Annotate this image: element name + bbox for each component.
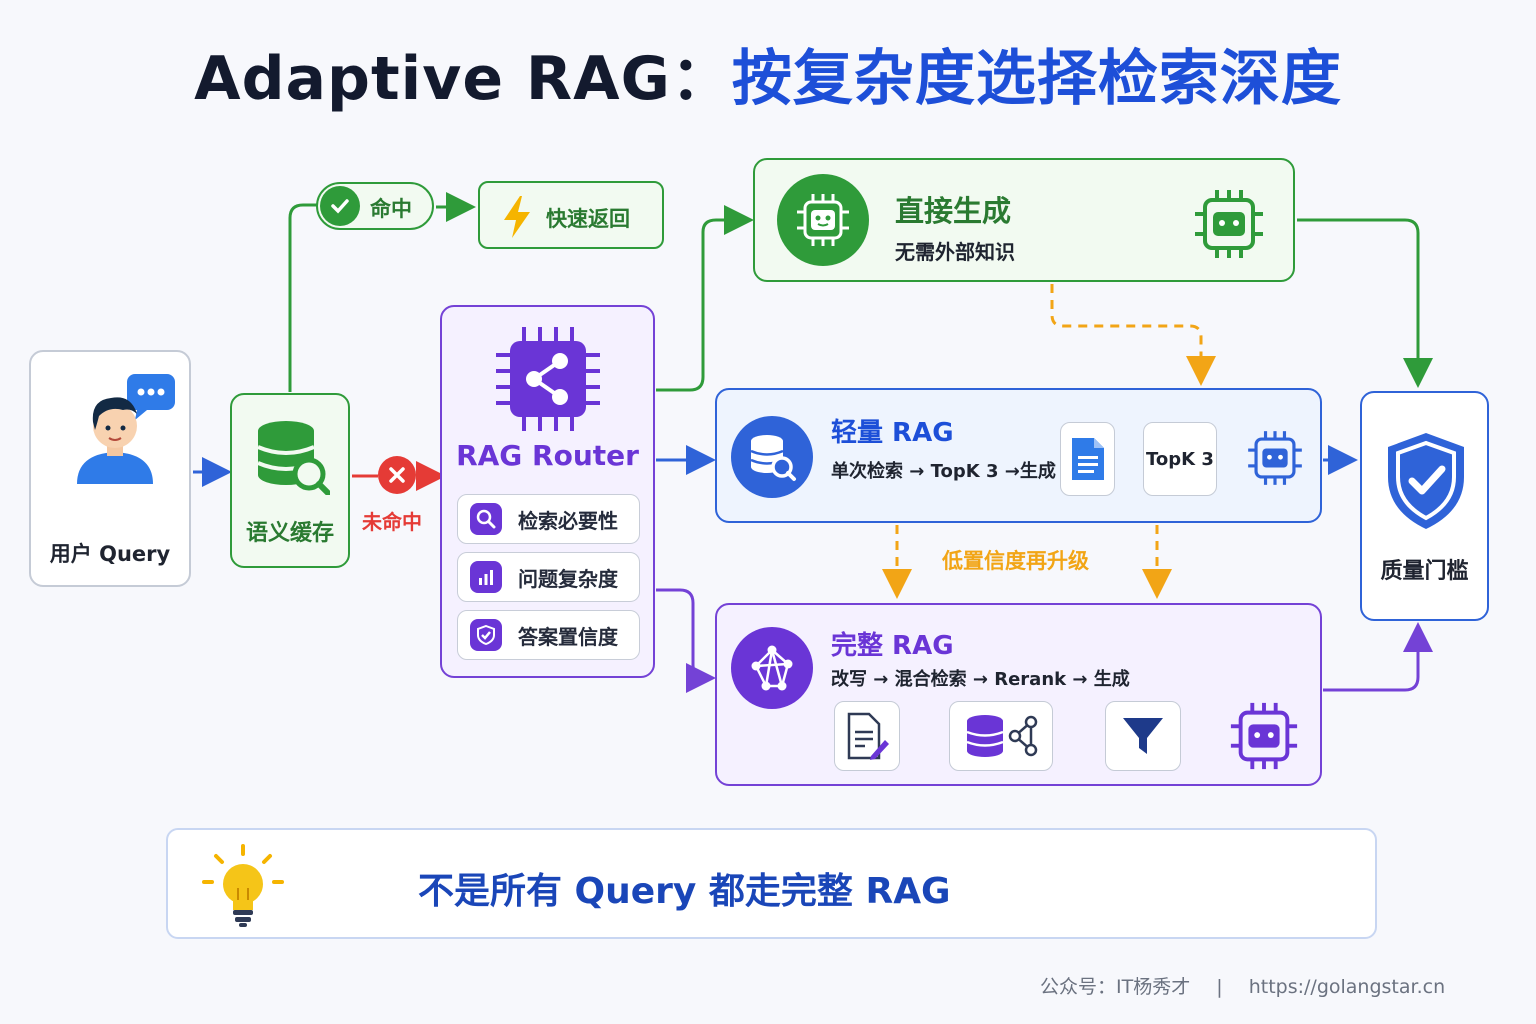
bar-chart-icon xyxy=(470,561,502,593)
robot-chip-icon xyxy=(777,174,869,266)
direct-generation-node: 直接生成 无需外部知识 xyxy=(753,158,1295,282)
lightning-icon xyxy=(504,196,530,238)
check-icon xyxy=(320,186,360,226)
user-query-node: 用户 Query xyxy=(29,350,191,587)
search-icon xyxy=(470,503,502,535)
criterion-label: 检索必要性 xyxy=(518,508,618,533)
router-label: RAG Router xyxy=(456,439,639,472)
lightbulb-icon xyxy=(202,844,284,927)
filter-icon xyxy=(1105,701,1181,771)
arrow-full-quality xyxy=(1323,622,1433,692)
arrow-direct-quality xyxy=(1297,218,1433,388)
topk-box: TopK 3 xyxy=(1143,422,1217,496)
light-rag-steps: 单次检索 → TopK 3 →生成 xyxy=(831,461,1056,482)
criterion-confidence: 答案置信度 xyxy=(457,610,640,660)
fast-return-label: 快速返回 xyxy=(546,207,630,231)
criterion-label: 问题复杂度 xyxy=(518,566,618,591)
bot-icon xyxy=(1248,431,1302,485)
bot-icon xyxy=(1230,702,1298,770)
miss-label: 未命中 xyxy=(362,510,422,534)
hit-pill: 命中 xyxy=(316,182,434,230)
page-title: Adaptive RAG：按复杂度选择检索深度 xyxy=(0,30,1536,117)
semantic-cache-node: 语义缓存 xyxy=(230,393,350,568)
criterion-retrieval-necessity: 检索必要性 xyxy=(457,494,640,544)
router-chip-icon xyxy=(496,327,600,431)
user-query-label: 用户 Query xyxy=(49,542,171,566)
footer-url[interactable]: https://golangstar.cn xyxy=(1248,976,1446,998)
upgrade-label: 低置信度再升级 xyxy=(942,549,1089,573)
fast-return-node: 快速返回 xyxy=(478,181,664,249)
title-en: Adaptive RAG： xyxy=(194,44,732,114)
miss-x-icon xyxy=(378,456,416,494)
semantic-cache-label: 语义缓存 xyxy=(245,521,334,546)
shield-check-icon xyxy=(470,619,502,651)
quality-gate-node: 质量门槛 xyxy=(1360,391,1489,621)
full-rag-title: 完整 RAG xyxy=(831,631,954,661)
light-rag-node: 轻量 RAG 单次检索 → TopK 3 →生成 TopK 3 xyxy=(715,388,1322,523)
hit-label: 命中 xyxy=(370,197,412,221)
database-search-icon xyxy=(257,421,330,495)
bot-icon xyxy=(1195,190,1263,258)
arrow-direct-light-dashed xyxy=(1050,284,1216,386)
criterion-label: 答案置信度 xyxy=(518,624,618,649)
document-edit-icon xyxy=(834,701,900,771)
database-search-icon xyxy=(731,416,813,498)
footer-separator: | xyxy=(1216,976,1223,998)
hybrid-search-icon xyxy=(949,701,1053,771)
shield-check-icon xyxy=(1388,433,1464,529)
title-zh: 按复杂度选择检索深度 xyxy=(731,44,1342,114)
full-rag-node: 完整 RAG 改写 → 混合检索 → Rerank → 生成 xyxy=(715,603,1322,786)
tip-text: 不是所有 Query 都走完整 RAG xyxy=(418,871,951,912)
tip-banner: 不是所有 Query 都走完整 RAG xyxy=(166,828,1377,939)
direct-subtitle: 无需外部知识 xyxy=(895,240,1015,264)
quality-gate-label: 质量门槛 xyxy=(1380,559,1469,584)
direct-title: 直接生成 xyxy=(895,194,1012,228)
arrow-cache-hit xyxy=(288,203,318,392)
graph-network-icon xyxy=(731,627,813,709)
document-icon xyxy=(1060,422,1115,496)
arrow-router-direct xyxy=(656,205,754,392)
user-avatar-icon xyxy=(77,374,175,484)
light-rag-title: 轻量 RAG xyxy=(831,418,954,448)
rag-router-node: RAG Router 检索必要性 问题复杂度 答案置信度 xyxy=(440,305,655,678)
criterion-complexity: 问题复杂度 xyxy=(457,552,640,602)
full-rag-steps: 改写 → 混合检索 → Rerank → 生成 xyxy=(831,669,1130,690)
footer-account: 公众号：IT杨秀才 xyxy=(1040,976,1191,998)
arrow-router-full xyxy=(656,588,716,693)
footer: 公众号：IT杨秀才 | https://golangstar.cn xyxy=(1040,972,1445,999)
